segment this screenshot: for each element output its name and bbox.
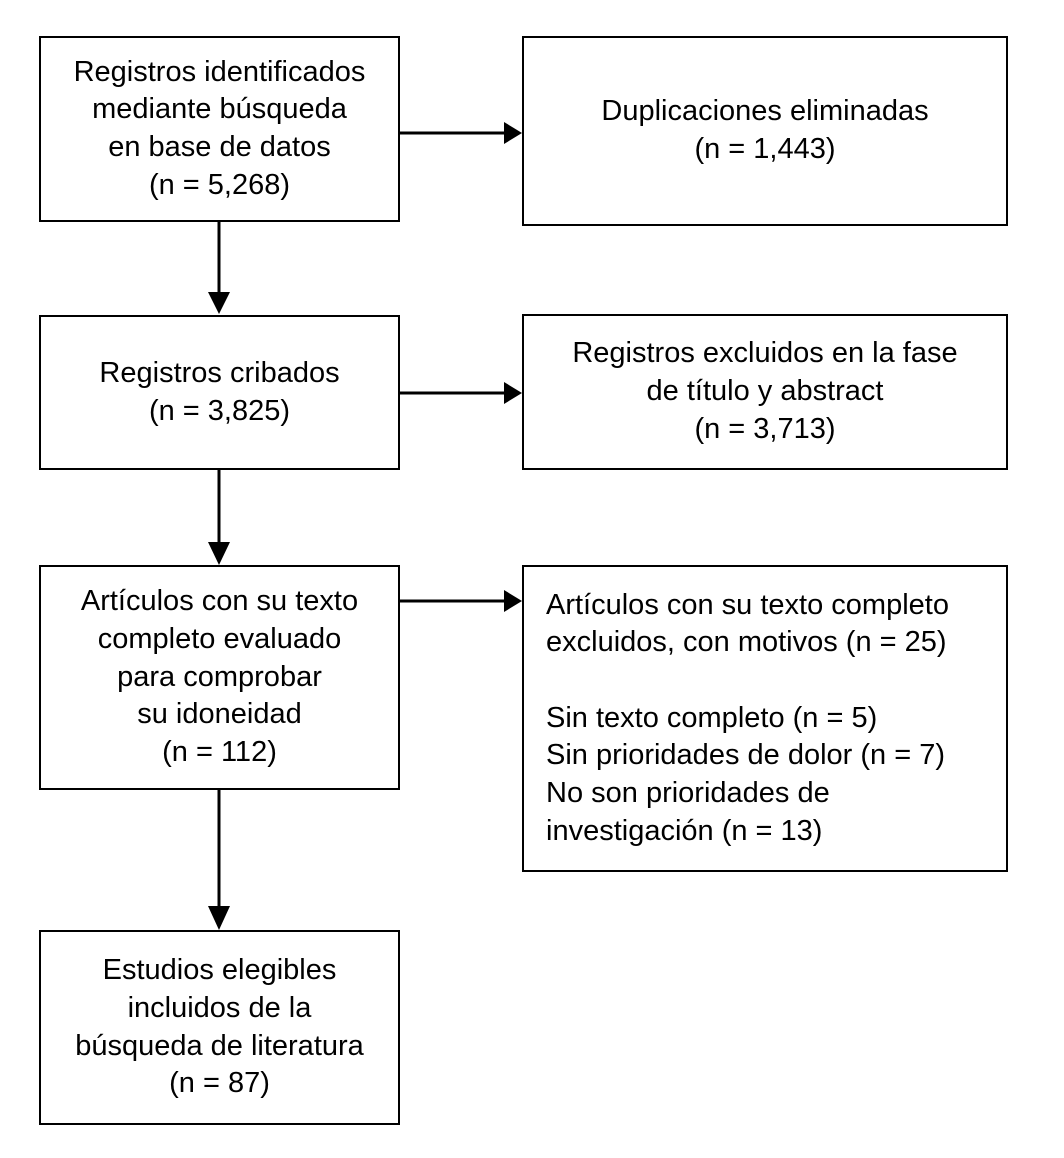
box-records-identified-text: Registros identificados mediante búsqued…	[73, 55, 366, 201]
box-studies-included-text: Estudios elegibles incluidos de la búsqu…	[75, 954, 364, 1100]
arrow-identified-to-screened	[203, 222, 235, 316]
arrow-fulltext-to-excluded-reasons	[400, 587, 526, 615]
box-fulltext-assessed: Artículos con su texto completo evaluado…	[39, 565, 400, 790]
arrow-screened-to-fulltext	[203, 470, 235, 567]
box-records-excluded-title-abstract: Registros excluidos en la fase de título…	[522, 314, 1008, 470]
box-fulltext-excluded-reasons: Artículos con su texto completo excluido…	[522, 565, 1008, 872]
box-records-screened-text: Registros cribados (n = 3,825)	[99, 356, 340, 427]
box-records-screened: Registros cribados (n = 3,825)	[39, 315, 400, 470]
arrow-screened-to-excluded	[400, 379, 526, 407]
box-duplicates-removed-text: Duplicaciones eliminadas (n = 1,443)	[601, 95, 929, 165]
arrow-identified-to-duplicates	[400, 119, 526, 147]
box-fulltext-assessed-text: Artículos con su texto completo evaluado…	[80, 585, 359, 769]
box-fulltext-excluded-reasons-text: Artículos con su texto completo excluido…	[546, 588, 949, 847]
arrow-fulltext-to-included	[203, 790, 235, 932]
box-records-excluded-title-abstract-text: Registros excluidos en la fase de título…	[572, 337, 958, 445]
box-duplicates-removed: Duplicaciones eliminadas (n = 1,443)	[522, 36, 1008, 226]
box-studies-included: Estudios elegibles incluidos de la búsqu…	[39, 930, 400, 1125]
box-records-identified: Registros identificados mediante búsqued…	[39, 36, 400, 222]
